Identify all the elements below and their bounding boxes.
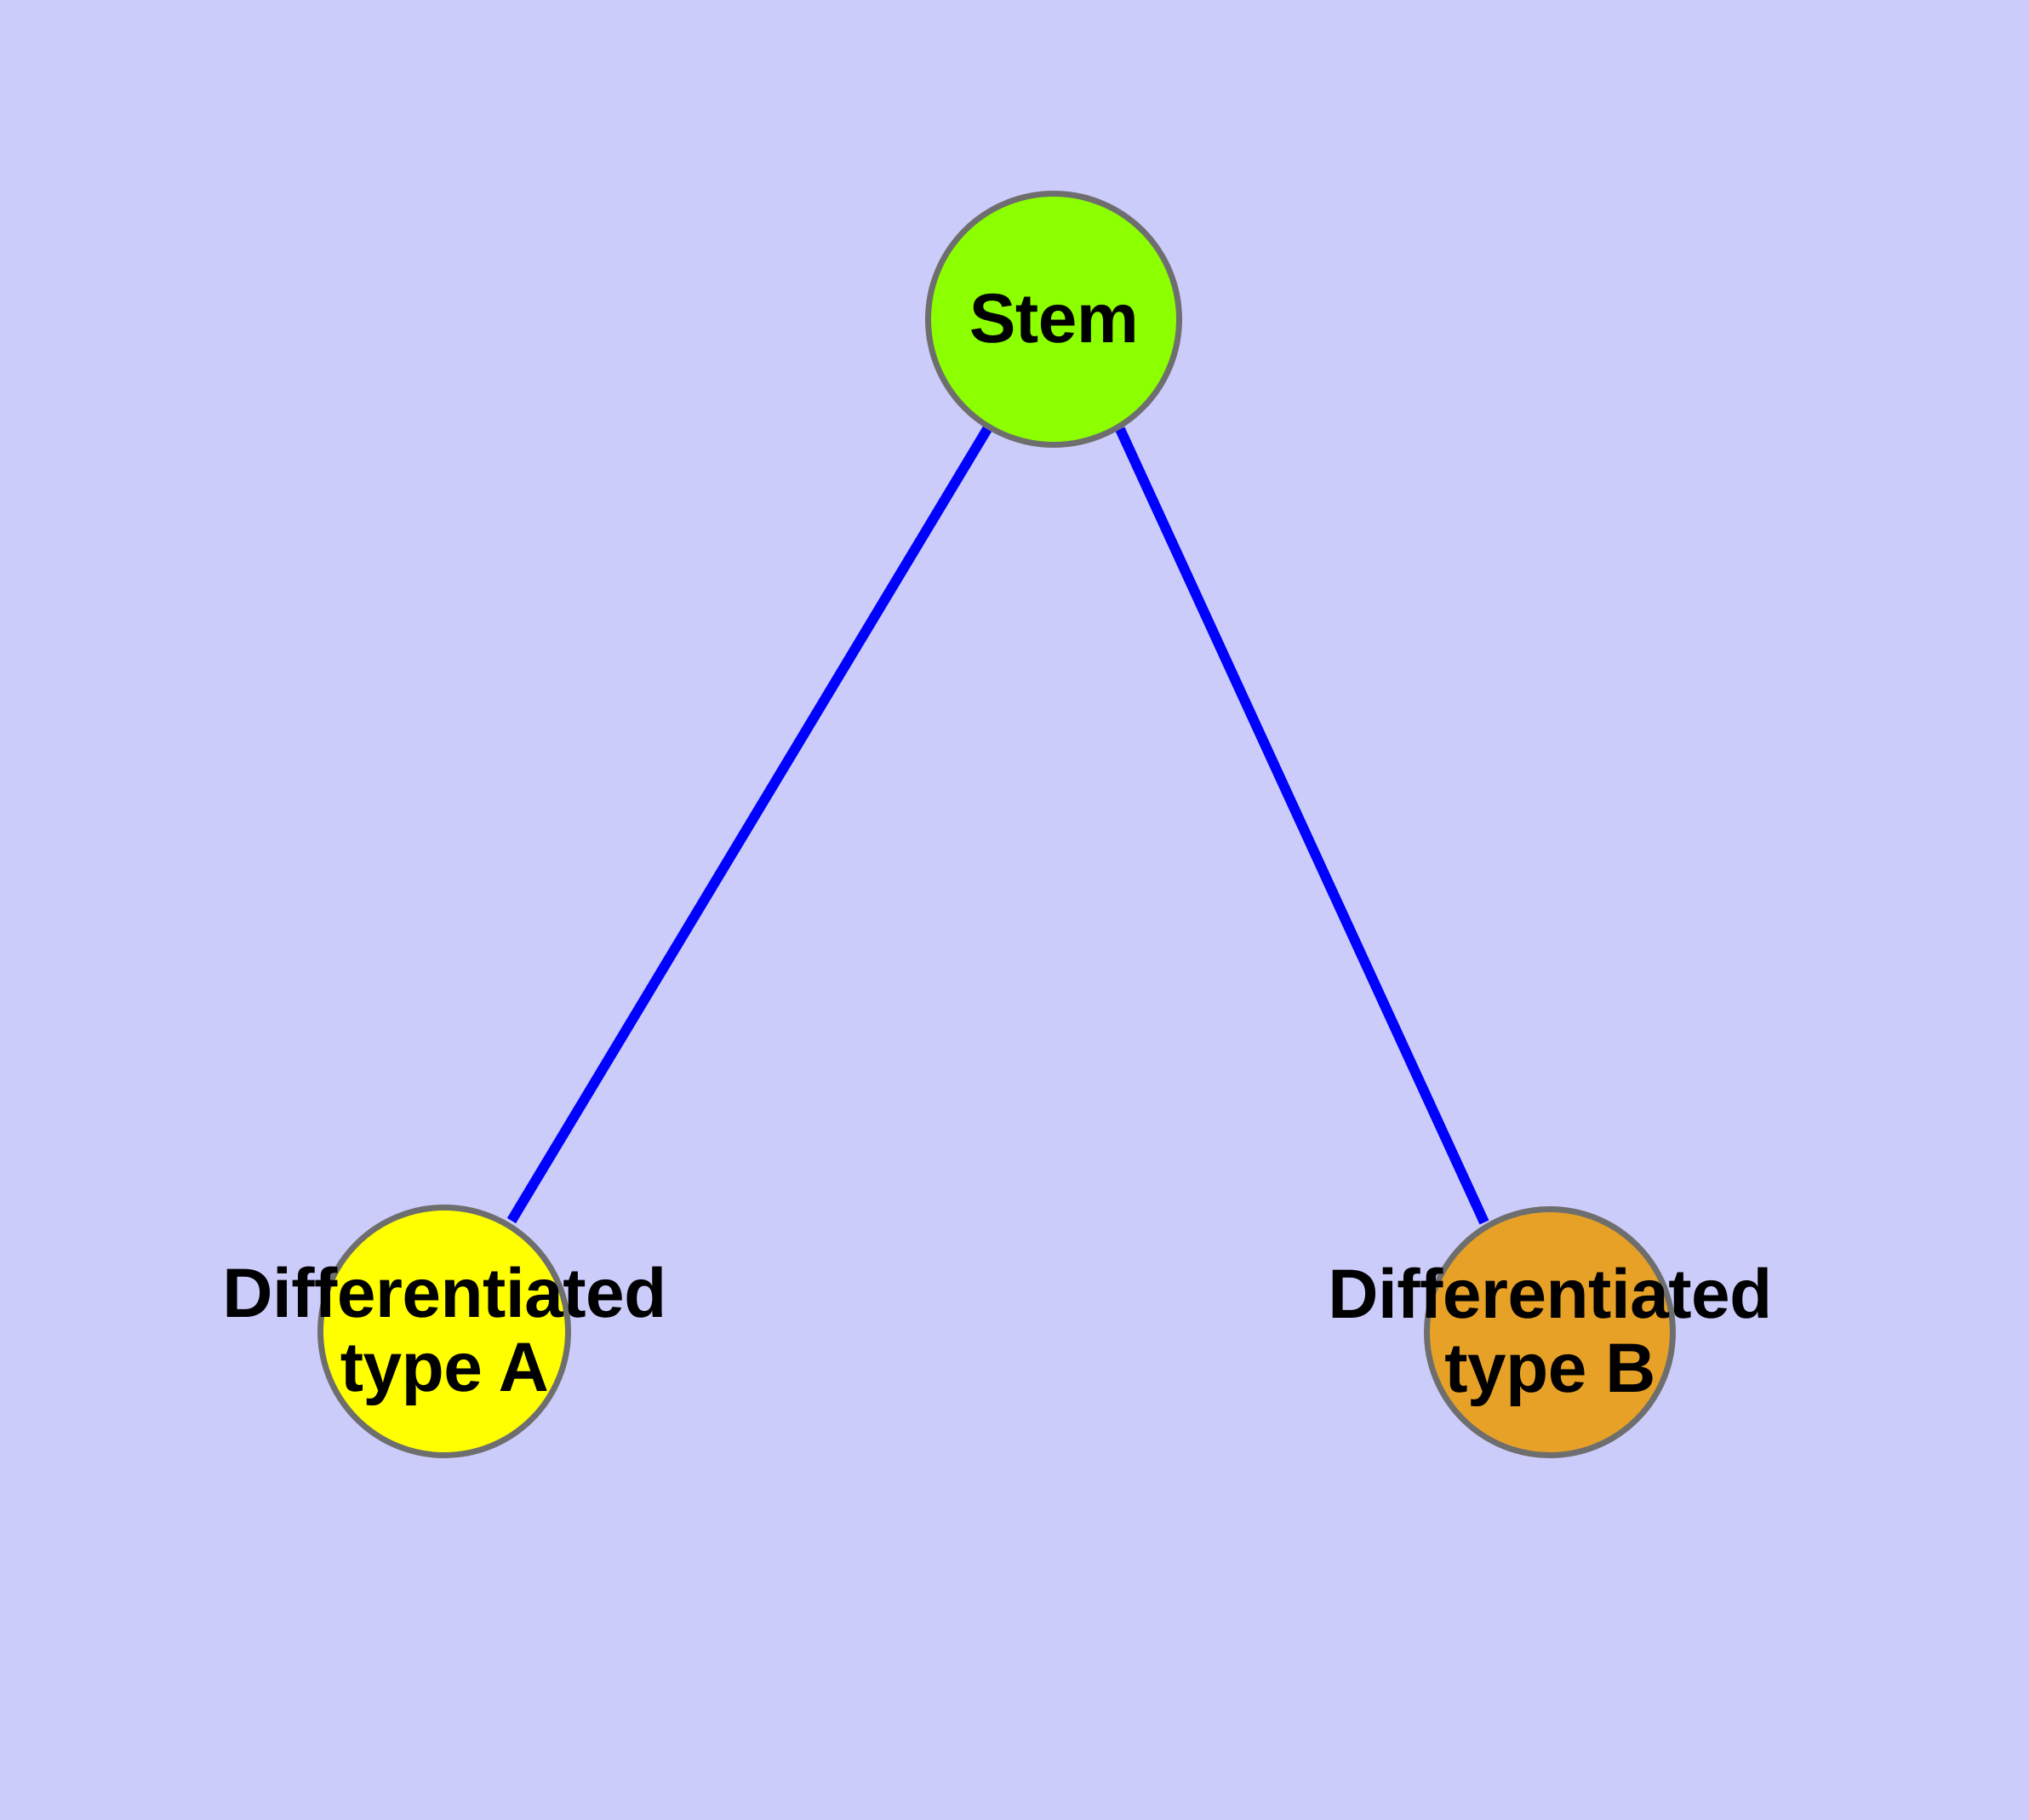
node-differentiated-type-a[interactable]: [317, 1205, 571, 1458]
node-stem[interactable]: [925, 191, 1182, 448]
node-differentiated-type-b[interactable]: [1424, 1206, 1676, 1458]
edge-stem-to-diff-a[interactable]: [506, 426, 992, 1224]
edge-stem-to-diff-b[interactable]: [1115, 426, 1489, 1225]
